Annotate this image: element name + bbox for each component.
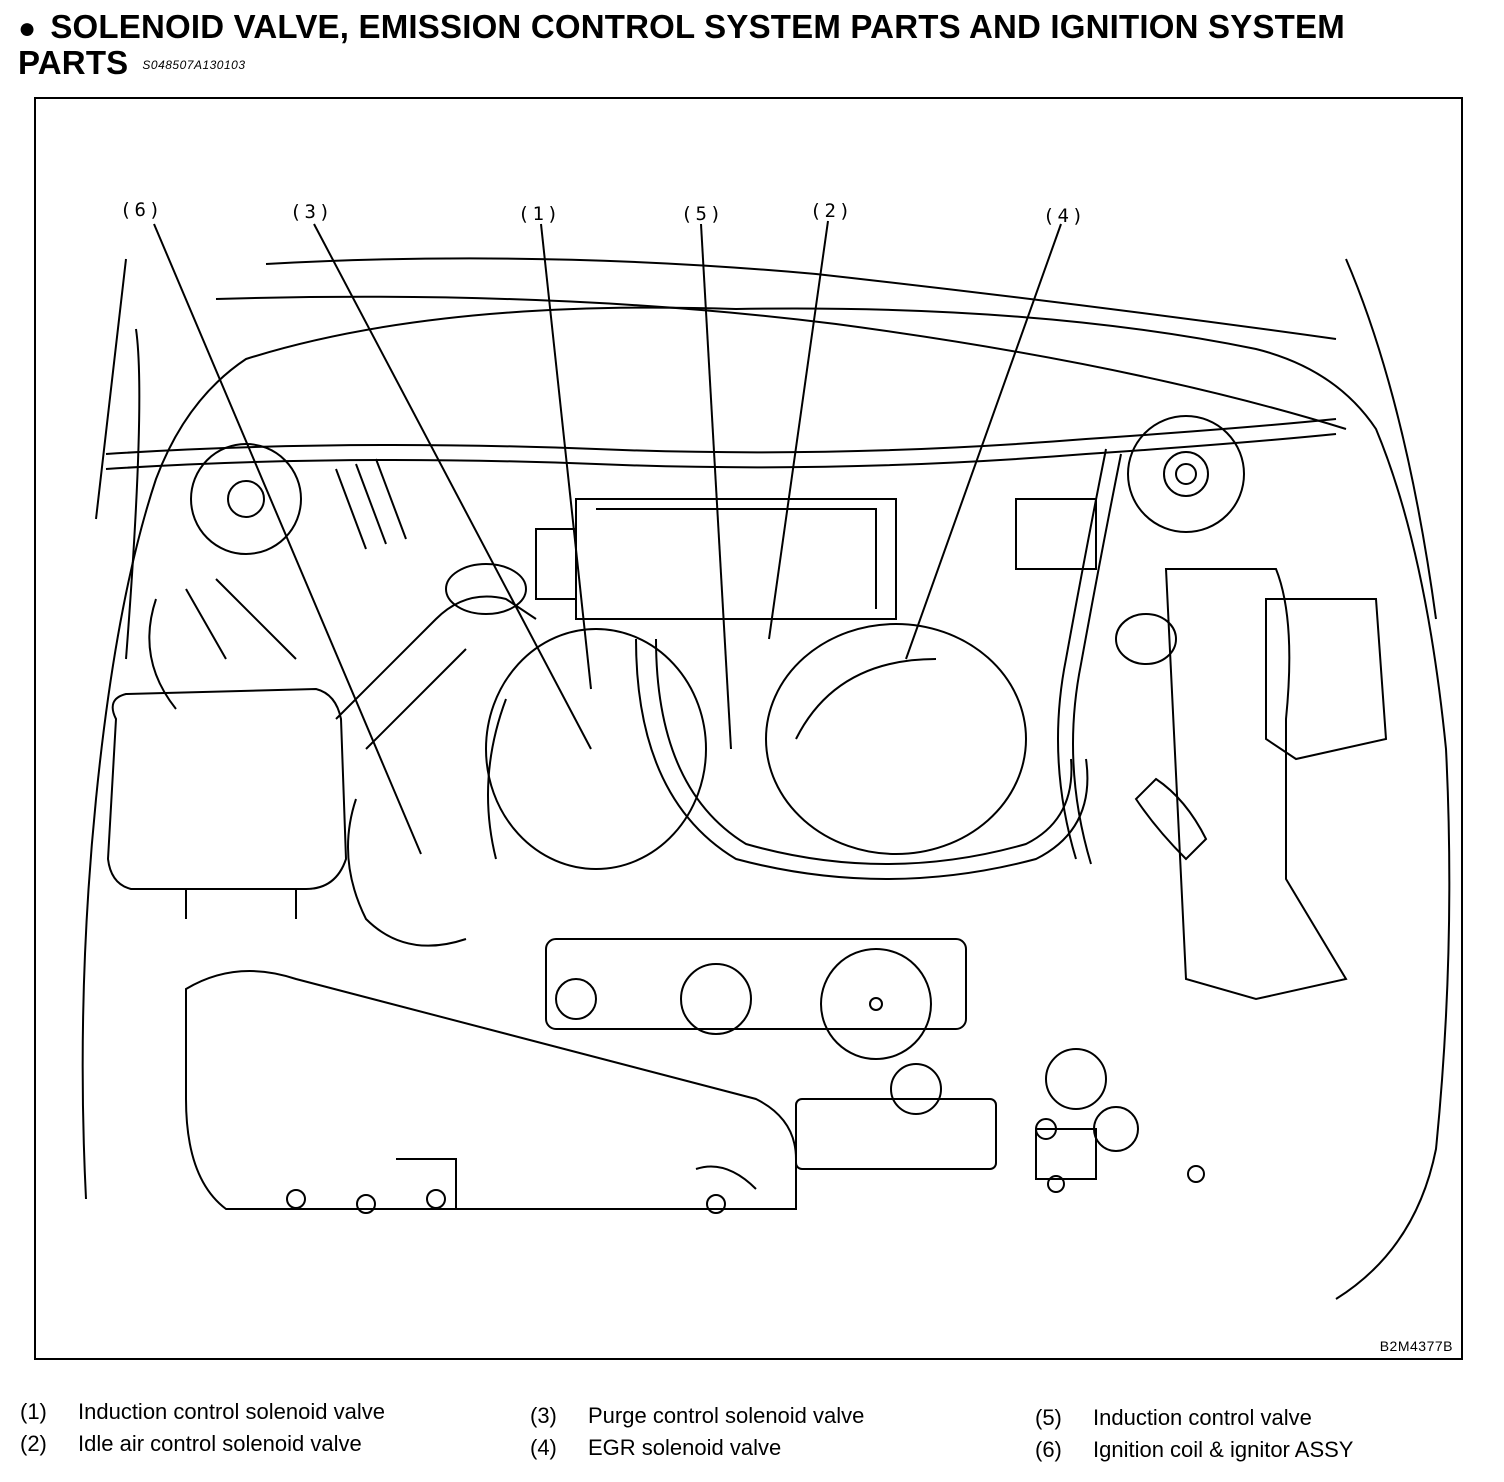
legend-item-5: (5) Induction control valve [1035,1405,1312,1431]
legend-number: (2) [20,1431,47,1456]
legend-text: Idle air control solenoid valve [78,1431,362,1456]
legend-text: EGR solenoid valve [588,1435,782,1460]
legend-text: Induction control valve [1093,1405,1312,1430]
legend-text: Purge control solenoid valve [588,1403,865,1428]
legend-item-4: (4) EGR solenoid valve [530,1435,781,1461]
legend-item-1: (1) Induction control solenoid valve [20,1399,385,1425]
legend-number: (1) [20,1399,47,1424]
legend-number: (3) [530,1403,557,1428]
callout-2: (2) [810,200,854,222]
title-text: SOLENOID VALVE, EMISSION CONTROL SYSTEM … [18,8,1345,81]
diagram-frame: (6) (3) (1) (5) (2) (4) B2M4377B [34,97,1463,1360]
legend: (1) Induction control solenoid valve (2) I… [0,1392,1504,1472]
legend-number: (4) [530,1435,557,1460]
callout-6: (6) [120,199,164,221]
page-title: ●SOLENOID VALVE, EMISSION CONTROL SYSTEM… [18,10,1488,82]
bullet-icon: ● [18,12,37,45]
legend-number: (6) [1035,1437,1062,1462]
legend-text: Ignition coil & ignitor ASSY [1093,1437,1354,1462]
callout-1: (1) [518,203,562,225]
callout-4: (4) [1043,205,1087,227]
section-code: S048507A130103 [142,58,246,73]
legend-item-3: (3) Purge control solenoid valve [530,1403,864,1429]
callout-5: (5) [681,203,725,225]
engine-bay-illustration [81,220,1451,1300]
legend-item-6: (6) Ignition coil & ignitor ASSY [1035,1437,1353,1463]
callout-3: (3) [290,201,334,223]
figure-code: B2M4377B [1379,1338,1453,1354]
legend-number: (5) [1035,1405,1062,1430]
legend-text: Induction control solenoid valve [78,1399,385,1424]
legend-item-2: (2) Idle air control solenoid valve [20,1431,362,1457]
